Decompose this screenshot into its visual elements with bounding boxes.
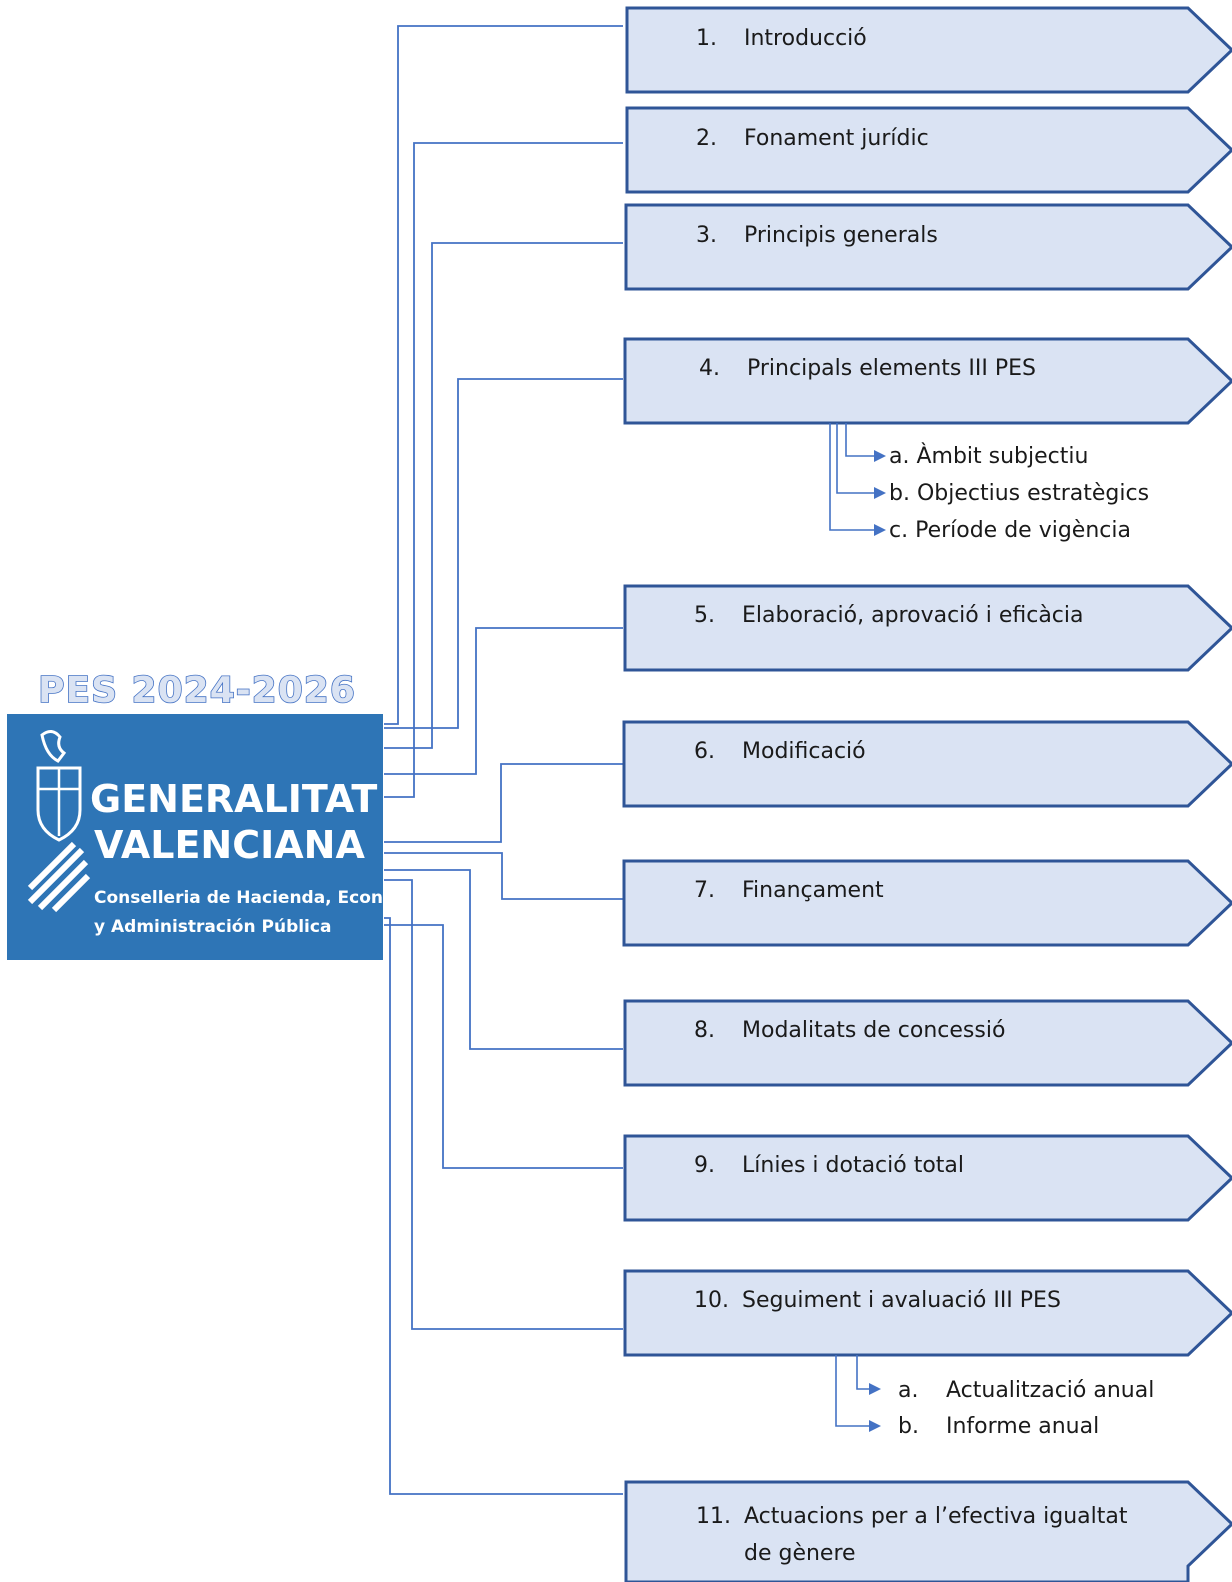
section-8-label: Modalitats de concessió [742,1018,1005,1043]
arrow-icon [874,450,886,462]
subitem-10b: Informe anual [946,1414,1099,1439]
connector-8 [384,869,623,1050]
connector-2 [384,142,623,798]
section-10-subitems: a. Actualització anual b. Informe anual [835,1355,1154,1439]
subitem-4c: c. Període de vigència [889,518,1131,543]
logo-line-conselleria: Conselleria de Hacienda, Economía [94,888,430,908]
connector-10 [384,879,623,1330]
logo-line-administracion: y Administración Pública [94,917,331,937]
section-4-label: Principals elements III PES [747,356,1036,381]
section-3-label: Principis generals [744,223,938,248]
section-5-num: 5. [694,603,715,628]
connector-3 [384,242,623,749]
section-10-label: Seguiment i avaluació III PES [742,1288,1061,1313]
section-labels: 1. Introducció 2. Fonament jurídic 3. Pr… [694,26,1128,1566]
section-4-num: 4. [699,356,720,381]
section-4-subitems: a. Àmbit subjectiu b. Objectius estratèg… [829,423,1149,543]
section-11-label-line2: de gènere [744,1541,856,1566]
arrow-icon [869,1420,881,1432]
generalitat-logo: GENERALITAT VALENCIANA Conselleria de Ha… [7,714,430,960]
section-1-label: Introducció [744,26,867,51]
section-box-9 [623,1134,1232,1222]
coat-of-arms-icon [27,730,91,913]
section-box-10 [623,1269,1232,1357]
section-box-2 [625,106,1232,194]
section-box-3 [624,203,1232,291]
connector-5 [384,627,623,775]
section-2-label: Fonament jurídic [744,126,929,151]
section-boxes [622,6,1232,1582]
section-box-5 [623,584,1232,672]
arrow-icon [869,1383,881,1395]
connector-6 [384,763,623,843]
section-box-8 [623,999,1232,1087]
logo-line-generalitat: GENERALITAT [90,777,377,821]
subitem-4a: a. Àmbit subjectiu [889,443,1088,469]
connector-1 [384,25,623,725]
connectors [384,25,623,1495]
arrow-icon [874,487,886,499]
section-3-num: 3. [696,223,717,248]
section-11-num: 11. [696,1504,731,1529]
section-box-7 [622,859,1232,947]
section-6-num: 6. [694,739,715,764]
section-1-num: 1. [696,26,717,51]
section-box-1 [625,6,1232,94]
connector-7 [384,852,623,900]
section-6-label: Modificació [742,739,866,764]
logo-background [7,714,383,960]
section-box-11 [624,1480,1232,1582]
section-2-num: 2. [696,126,717,151]
connector-4 [384,378,623,729]
section-7-label: Finançament [742,878,884,903]
subitem-4b: b. Objectius estratègics [889,481,1149,506]
section-9-label: Línies i dotació total [742,1153,964,1178]
subitem-10b-letter: b. [898,1414,919,1439]
section-7-num: 7. [694,878,715,903]
logo-line-valenciana: VALENCIANA [94,823,365,867]
subitem-10a: Actualització anual [946,1378,1154,1403]
section-8-num: 8. [694,1018,715,1043]
section-9-num: 9. [694,1153,715,1178]
connector-9 [384,924,623,1169]
section-10-num: 10. [694,1288,729,1313]
connector-11 [384,917,623,1495]
section-box-6 [622,720,1232,808]
subitem-10a-letter: a. [898,1378,918,1403]
section-11-label: Actuacions per a l’efectiva igualtat [744,1504,1128,1529]
arrow-icon [874,524,886,536]
section-5-label: Elaboració, aprovació i eficàcia [742,603,1084,628]
section-box-4 [623,337,1232,425]
diagram-title: PES 2024-2026 [38,670,356,711]
